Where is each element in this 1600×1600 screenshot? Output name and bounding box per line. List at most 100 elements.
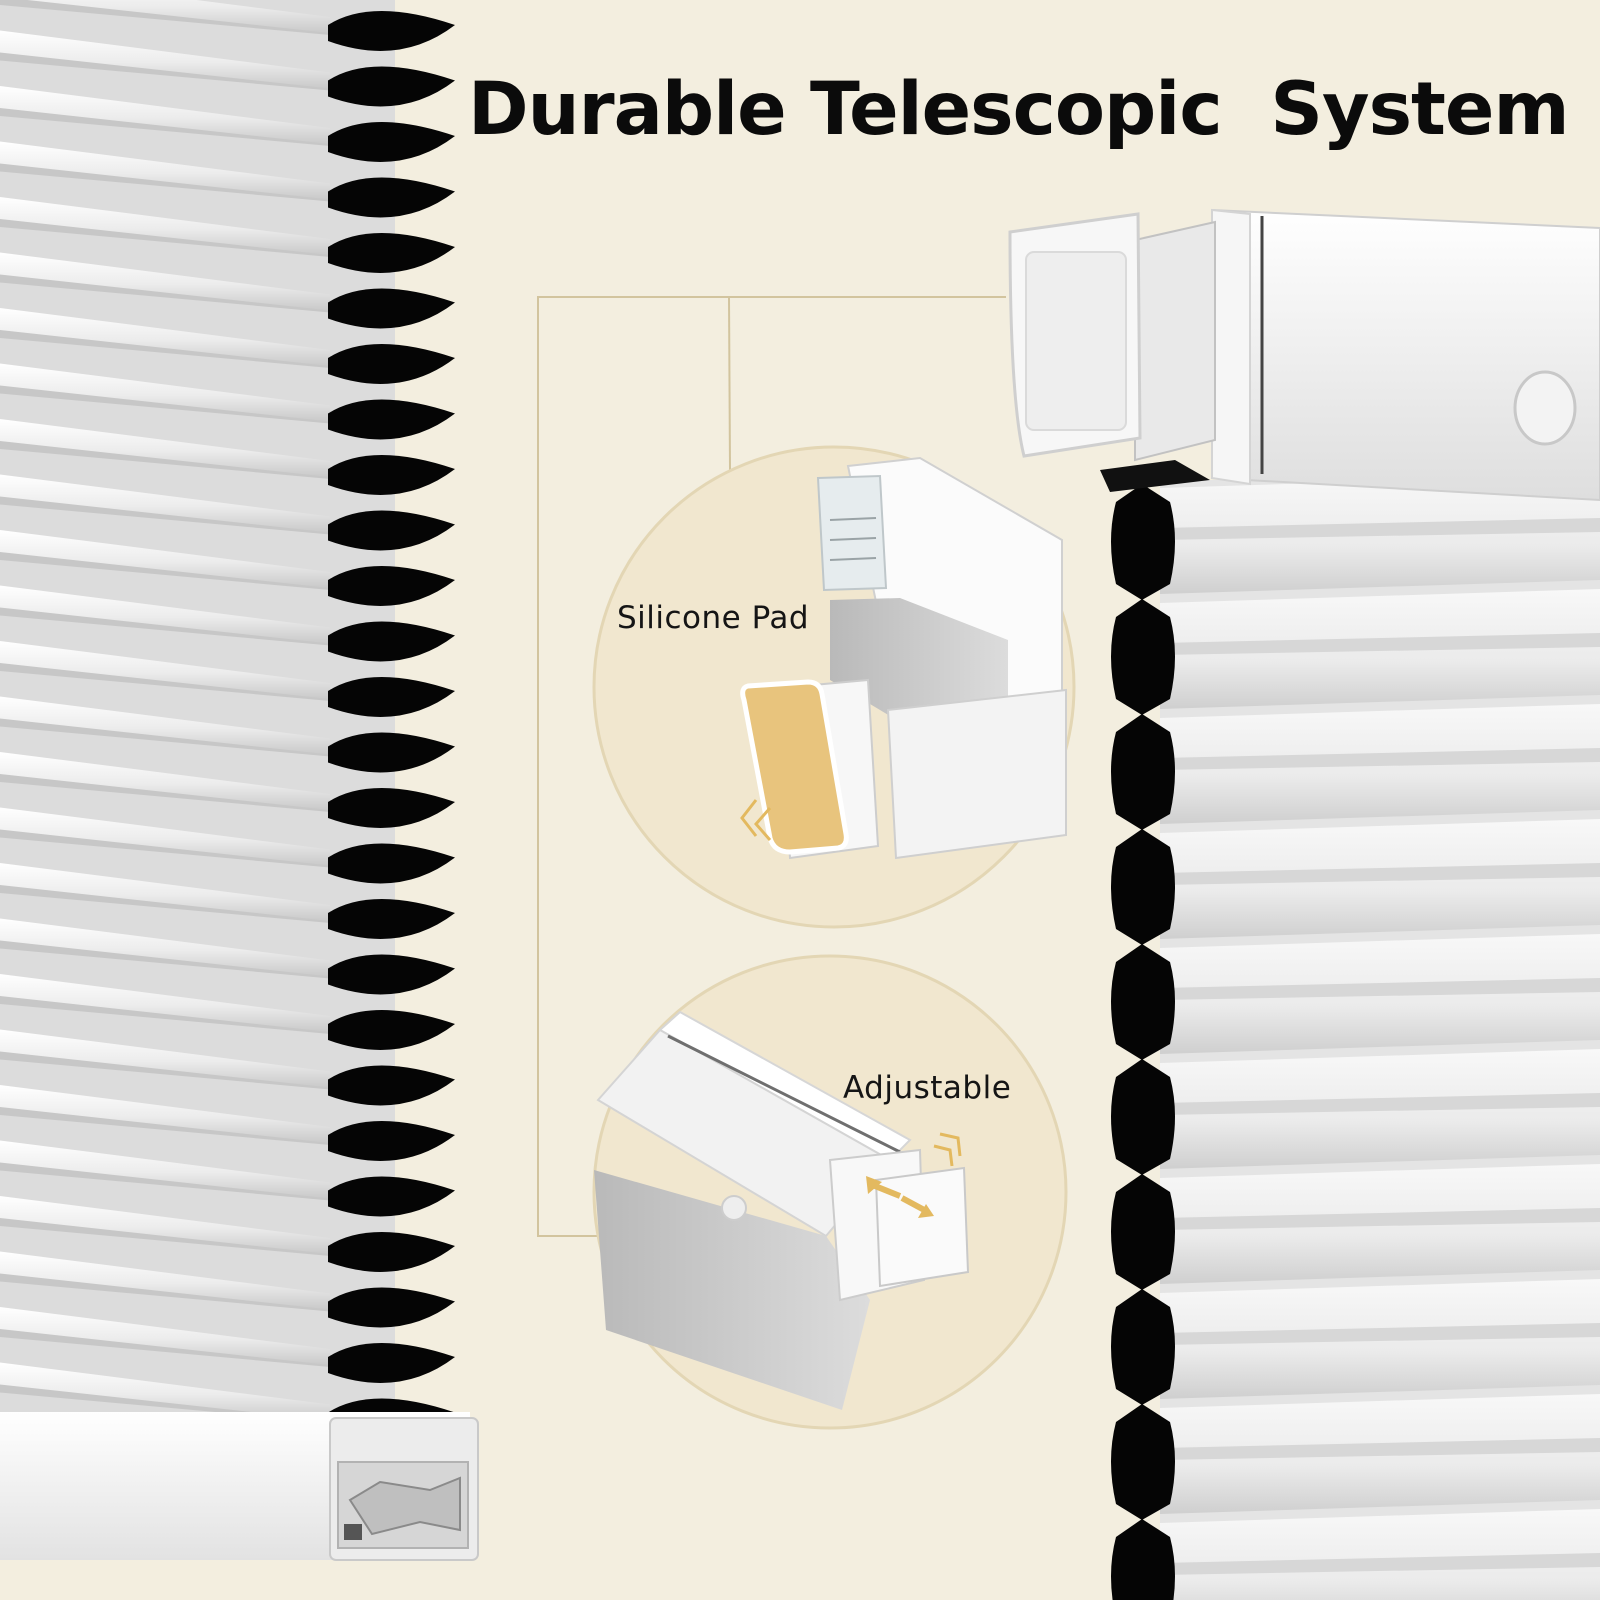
silicone-arrow-1 <box>740 799 758 837</box>
leader-line-adjustable <box>537 296 1006 1237</box>
cell-edge <box>328 1065 455 1106</box>
left-bottom-rail <box>0 1412 479 1600</box>
head-rail-front-edge <box>1211 208 1251 486</box>
cell-edge <box>1111 714 1175 830</box>
adjust-chevron-2 <box>933 1144 954 1167</box>
rail-end-face <box>886 688 1067 860</box>
cell-edge <box>1111 944 1175 1060</box>
leader-line-silicone <box>728 296 731 471</box>
cell-edge <box>328 621 455 662</box>
cell-edge <box>328 344 455 384</box>
pleat-face <box>0 30 330 89</box>
cell-edge <box>328 1121 455 1161</box>
pleat-face <box>0 1085 330 1143</box>
pleat-face <box>0 807 330 866</box>
cell-edge <box>1111 829 1175 945</box>
cell-edge <box>328 11 455 51</box>
head-rail-button <box>1513 370 1577 446</box>
pleat-face <box>0 252 330 311</box>
cell-edge <box>1111 1059 1175 1175</box>
cell-edge <box>328 1176 455 1217</box>
pleat-face <box>0 863 330 921</box>
pleat-face <box>0 1029 330 1088</box>
pleat-face <box>0 1196 330 1254</box>
cell-edge <box>328 788 455 828</box>
cell-edge <box>1111 1519 1175 1600</box>
pleat-crease <box>1160 1323 1600 1345</box>
adjustable-label: Adjustable <box>843 1070 1012 1106</box>
pleat-face <box>0 419 330 477</box>
rail-dark-clip <box>1100 460 1210 492</box>
rail-fabric <box>830 598 1008 722</box>
pleat-face <box>27 0 330 33</box>
silicone-pad-detail <box>740 456 1067 860</box>
cell-edge <box>328 122 455 162</box>
pleat-face <box>0 86 330 144</box>
callout-circle-adjustable <box>592 954 1068 1430</box>
leader-lines <box>537 296 1006 1237</box>
pleat-face <box>0 1140 330 1199</box>
cell-edge <box>328 177 455 218</box>
cell-edge <box>328 566 455 606</box>
rail-screw <box>721 1195 747 1221</box>
silicone-arrow-2 <box>754 807 772 841</box>
cell-edge <box>328 455 455 495</box>
cell-edge <box>328 510 455 551</box>
cell-edge <box>328 66 455 107</box>
end-cap-face <box>1025 251 1127 431</box>
cell-edge <box>328 1010 455 1050</box>
headline: Durable Telescopic System <box>468 67 1570 152</box>
cell-edge <box>1111 1289 1175 1405</box>
cell-edge <box>328 288 455 329</box>
pleat-crease <box>1160 1553 1600 1575</box>
pleat-crease <box>1160 1093 1600 1115</box>
end-cap-clip <box>348 1476 461 1536</box>
pleat-crease <box>1160 1438 1600 1460</box>
pleat-crease <box>1160 978 1600 1000</box>
pleat-crease <box>1160 518 1600 540</box>
adjust-chevron-1 <box>939 1132 962 1157</box>
pleat-face <box>0 197 330 255</box>
clear-cap-line-2 <box>829 537 877 541</box>
right-cellular-shade <box>1111 474 1600 1600</box>
clear-cap-line-1 <box>829 517 877 521</box>
pleat-shadow <box>0 0 398 41</box>
cell-edge <box>328 732 455 773</box>
cell-edge <box>1111 1404 1175 1520</box>
head-rail-body <box>1211 208 1600 502</box>
pleat-face <box>0 696 330 755</box>
pleat-face <box>0 585 330 644</box>
left-cellular-shade <box>0 0 455 1600</box>
pleat-crease <box>1160 863 1600 885</box>
head-rail <box>1008 208 1600 502</box>
pleat-face <box>1160 1509 1600 1600</box>
telescopic-insert <box>1134 220 1216 462</box>
pleat-face <box>0 141 330 200</box>
clear-cap-line-3 <box>829 557 877 561</box>
pleat-face <box>0 474 330 533</box>
pleat-face <box>0 641 330 699</box>
cell-edge <box>328 899 455 939</box>
pleat-face <box>0 918 330 977</box>
pleat-face <box>0 1362 330 1421</box>
pleat-face <box>0 974 330 1032</box>
cell-edge <box>328 399 455 440</box>
pleat-face <box>0 530 330 588</box>
callout-circle-silicone-pad <box>592 445 1076 929</box>
cell-edge <box>328 1343 455 1383</box>
bottom-rail-shadow <box>0 1560 470 1600</box>
pleat-face <box>0 1251 330 1310</box>
adjustable-detail <box>594 1010 970 1410</box>
long-rail-groove <box>667 1034 901 1154</box>
adjust-arrow-head-1 <box>866 1176 882 1194</box>
pleat-face <box>0 363 330 422</box>
end-cap-latch <box>344 1524 362 1540</box>
cell-edge <box>328 233 455 273</box>
pleat-face <box>0 752 330 810</box>
cell-edge <box>1111 1174 1175 1290</box>
cell-edge <box>328 1232 455 1272</box>
cell-edge <box>328 1287 455 1328</box>
cell-edge <box>1111 484 1175 600</box>
